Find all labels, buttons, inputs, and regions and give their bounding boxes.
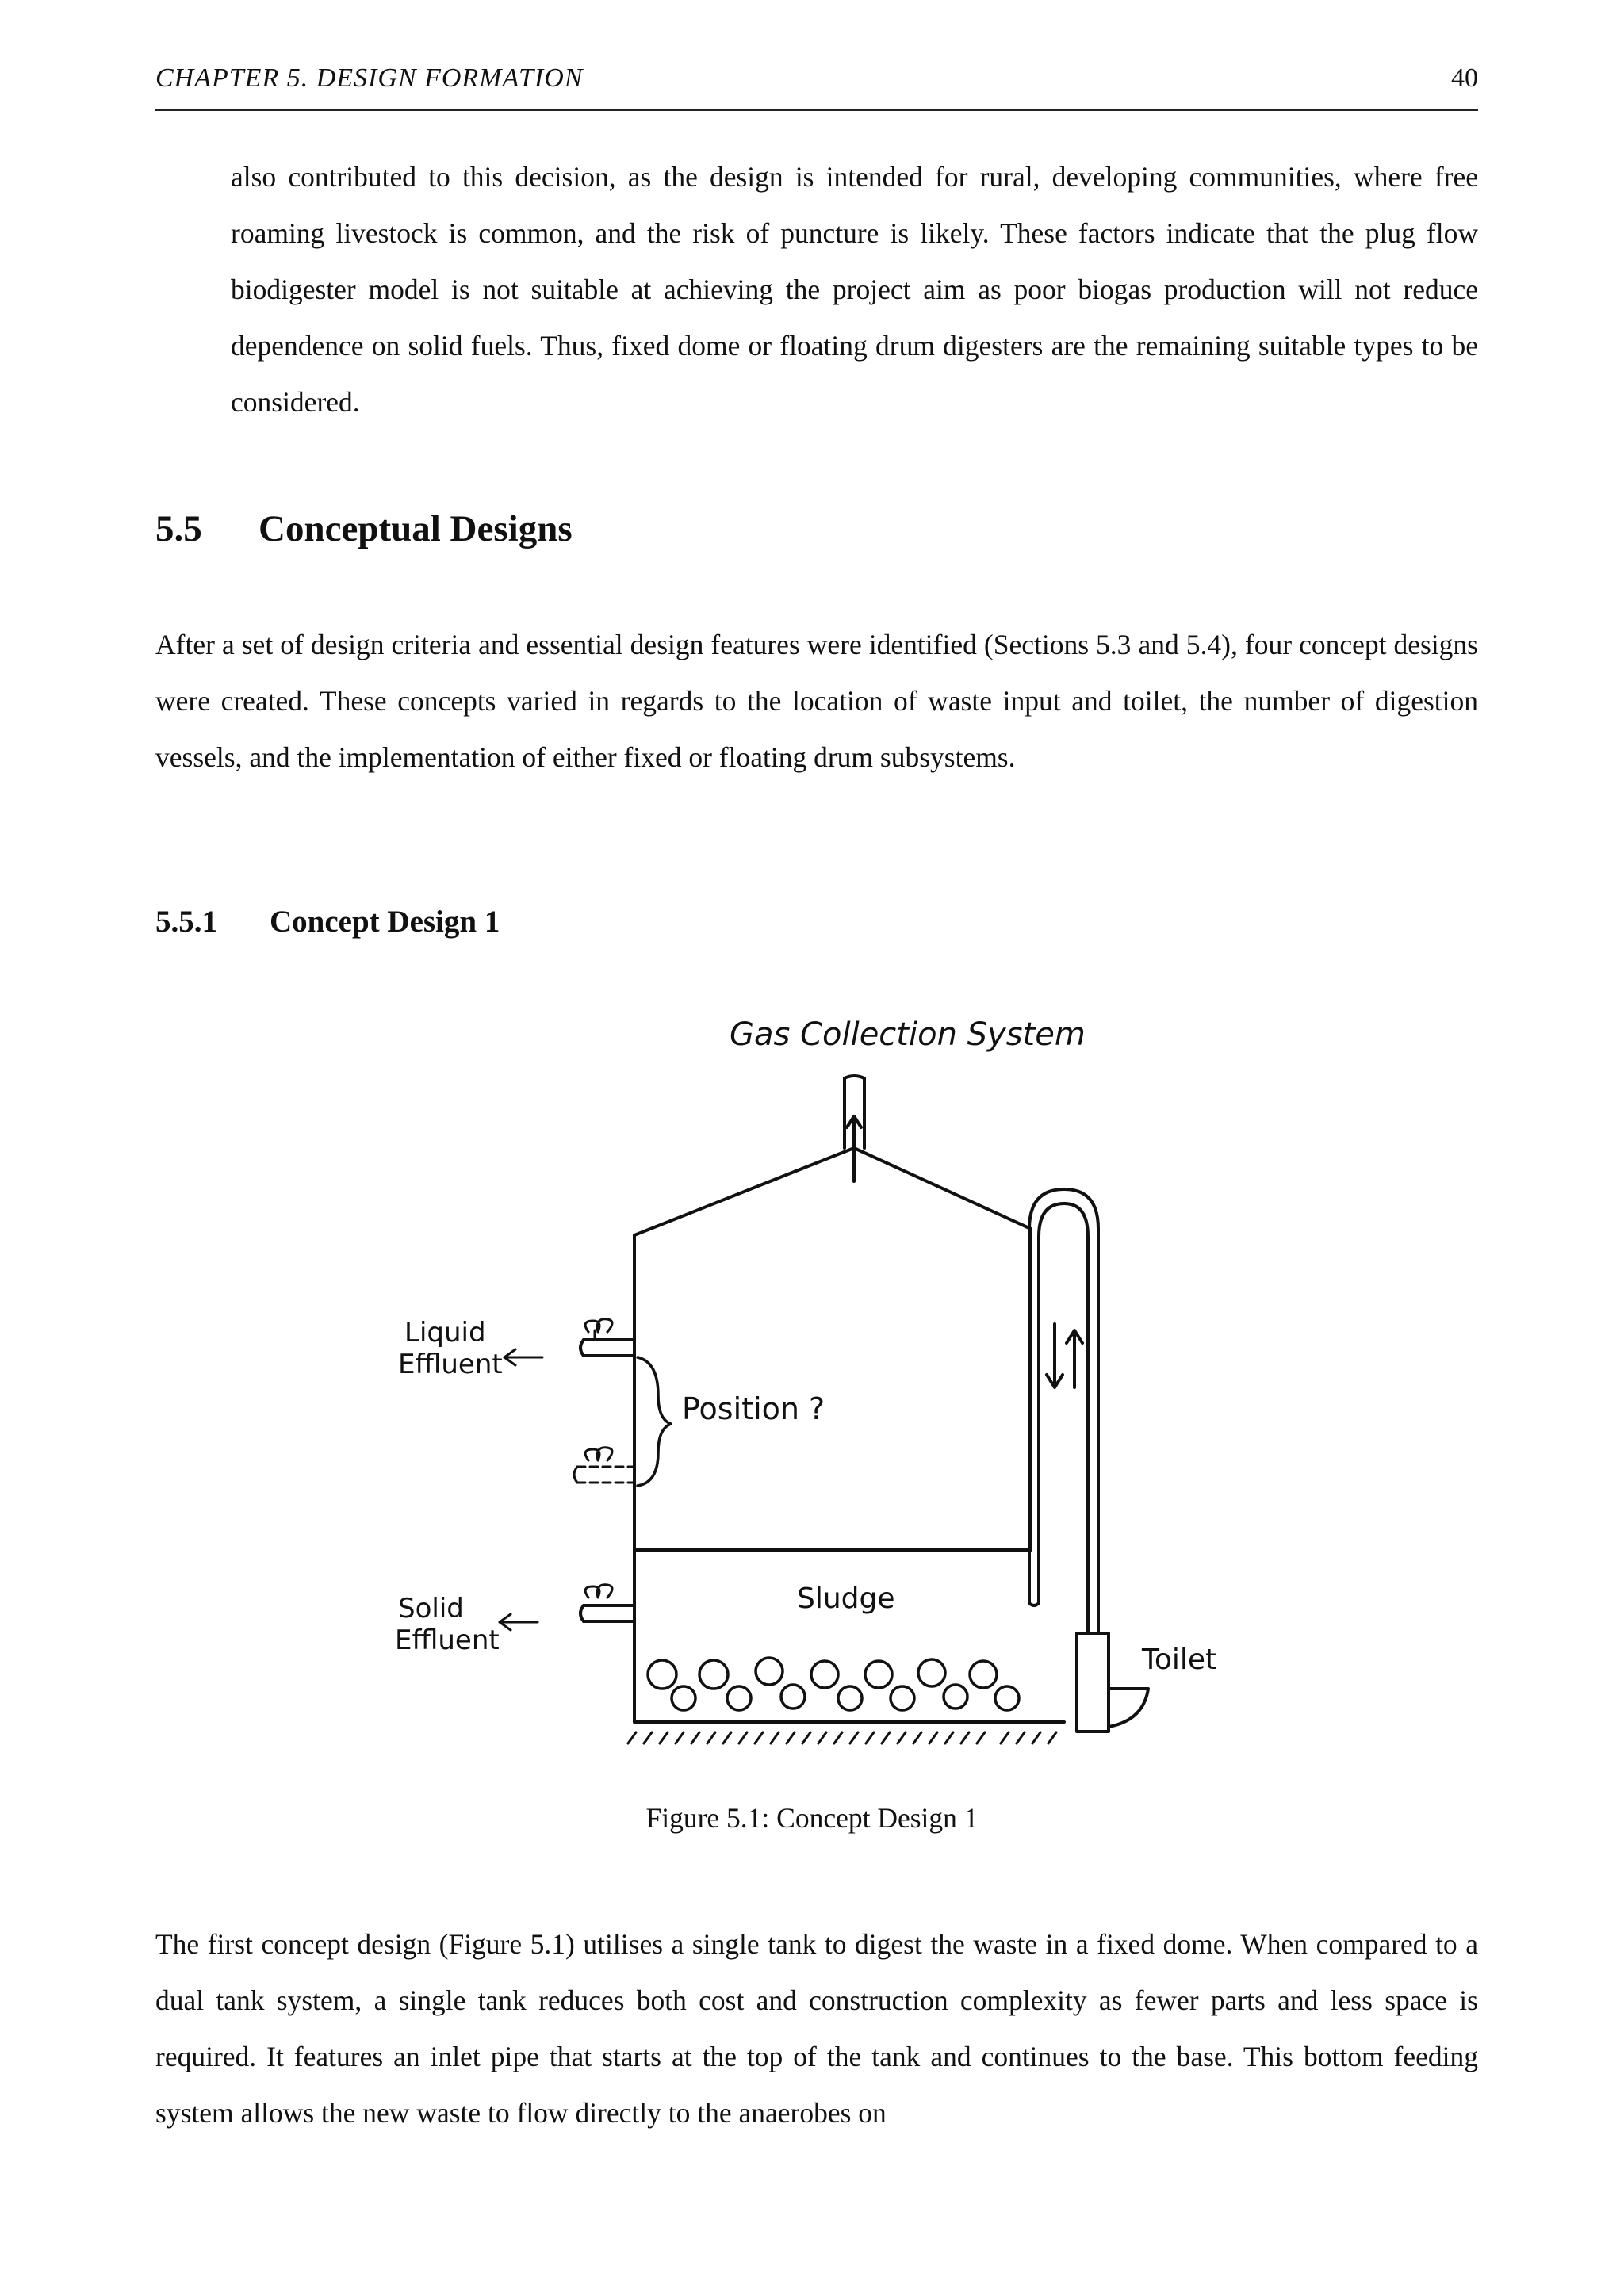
label-sludge: Sludge [797, 1582, 895, 1615]
paragraph-continuation: also contributed to this decision, as th… [231, 161, 1478, 418]
running-header: CHAPTER 5. DESIGN FORMATION 40 [155, 63, 1478, 111]
paragraph-concept-1: The first concept design (Figure 5.1) ut… [155, 1928, 1478, 2129]
label-liquid-effluent: Effluent [398, 1349, 503, 1380]
sludge-solids [646, 1656, 1021, 1712]
figure-concept-design-1: Gas Collection System Liquid Effluent Po… [381, 991, 1269, 1752]
toilet-fixture [1075, 1632, 1150, 1733]
ground-hatching [626, 1731, 1058, 1745]
alternate-outlet-dashed [573, 1446, 636, 1484]
subsection-title: Concept Design 1 [270, 905, 500, 939]
label-toilet: Toilet [1141, 1644, 1216, 1676]
label-liquid: Liquid [404, 1317, 486, 1349]
section-heading: 5.5 Conceptual Designs [155, 507, 573, 550]
subsection-number: 5.5.1 [155, 905, 217, 939]
fixed-dome-roof [633, 1146, 1032, 1237]
subsection-heading: 5.5.1 Concept Design 1 [155, 904, 500, 939]
page-number: 40 [1451, 63, 1478, 93]
paragraph-intro: After a set of design criteria and essen… [155, 629, 1478, 773]
solid-effluent-outlet [498, 1583, 636, 1632]
section-title: Conceptual Designs [259, 508, 573, 549]
label-solid-effluent: Effluent [395, 1624, 500, 1656]
gas-pipe [843, 1074, 866, 1183]
label-solid: Solid [398, 1593, 464, 1624]
concept-sketch: Gas Collection System Liquid Effluent Po… [395, 1016, 1216, 1745]
section-number: 5.5 [155, 508, 202, 549]
chapter-title: CHAPTER 5. DESIGN FORMATION [155, 63, 584, 93]
position-brace [636, 1356, 672, 1487]
liquid-effluent-outlet [503, 1318, 636, 1367]
label-position: Position ? [682, 1391, 825, 1426]
figure-caption: Figure 5.1: Concept Design 1 [645, 1802, 979, 1834]
inlet-pipe [1028, 1188, 1100, 1635]
label-gas-collection: Gas Collection System [730, 1016, 1086, 1053]
